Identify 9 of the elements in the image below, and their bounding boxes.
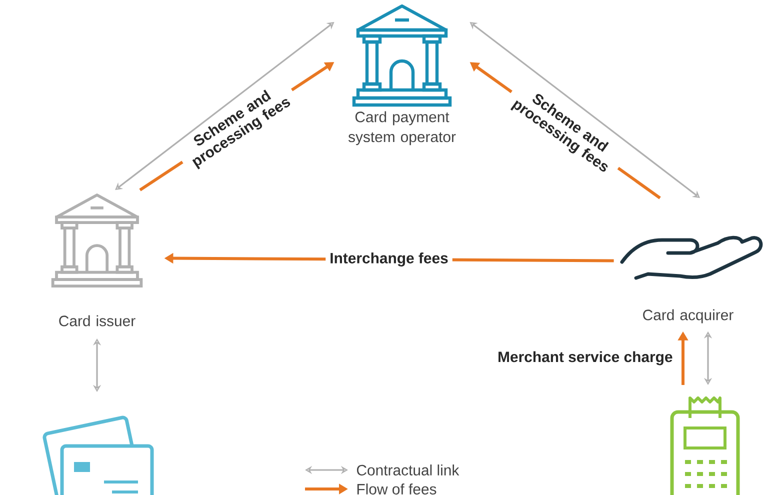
edge-label: Interchange fees [326,248,452,270]
node-label: Card payment system operator [348,111,456,146]
card-terminal-drawing [670,396,740,495]
cards-drawing [42,416,154,495]
node-text: Card acquirer [643,309,734,324]
edge-label: Merchant service charge [498,351,672,366]
node-label: Card issuer [59,315,136,326]
legend-label: Flow of fees [357,484,436,494]
legend-label: Contractual link [356,464,460,476]
